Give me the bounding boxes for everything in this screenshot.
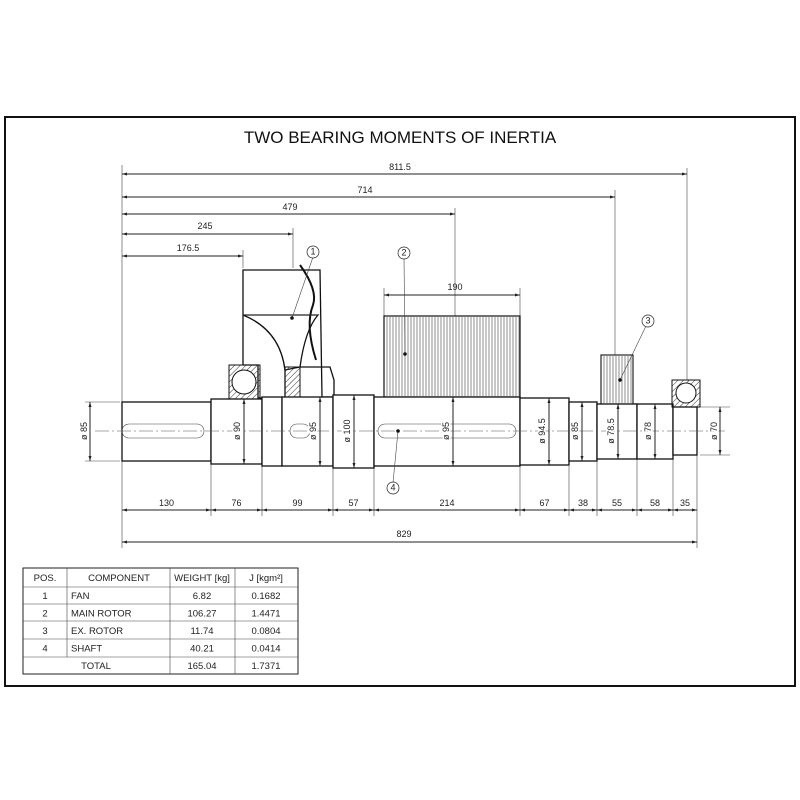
bearing-right: [671, 379, 701, 408]
svg-text:POS.: POS.: [34, 573, 57, 584]
diameter-label: ø 78.5: [606, 418, 616, 444]
segment-length-label: 57: [348, 498, 358, 508]
segment-length-label: 38: [578, 498, 588, 508]
table-cell: 2: [42, 609, 47, 620]
svg-text:TOTAL: TOTAL: [81, 661, 111, 672]
segment-length-label: 76: [231, 498, 241, 508]
table-cell: 6.82: [193, 591, 212, 602]
components-table: POS. COMPONENT WEIGHT [kg] J [kgm²] 1 FAN…: [22, 567, 299, 675]
table-cell: MAIN ROTOR: [71, 609, 132, 620]
dim-245: 245: [197, 221, 212, 231]
table-cell: 1: [42, 591, 47, 602]
dim-479: 479: [282, 202, 297, 212]
segment-length-label: 130: [159, 498, 174, 508]
top-dimensions: 811.5 714 479 245 176.5 190: [122, 162, 687, 297]
table-cell: 1.4471: [251, 609, 280, 620]
segment-length-label: 214: [439, 498, 454, 508]
table-cell: 0.0414: [251, 644, 280, 655]
table-total-row: TOTAL 165.04 1.7371: [81, 661, 280, 672]
segment-length-label: 58: [650, 498, 660, 508]
callout-4: 4: [386, 481, 400, 495]
diameter-label: ø 85: [79, 422, 89, 440]
diameter-label: ø 95: [441, 422, 451, 440]
table-cell: 0.1682: [251, 591, 280, 602]
diameter-label: ø 95: [308, 422, 318, 440]
dim-176-5: 176.5: [177, 243, 200, 253]
dim-190: 190: [447, 282, 462, 292]
table-cell: EX. ROTOR: [71, 626, 123, 637]
table-cell: 11.74: [190, 626, 213, 637]
svg-text:1.7371: 1.7371: [251, 661, 280, 672]
diameter-label: ø 90: [232, 422, 242, 440]
segment-length-label: 67: [539, 498, 549, 508]
segment-length-label: 35: [680, 498, 690, 508]
dim-811-5: 811.5: [389, 162, 411, 172]
svg-text:165.04: 165.04: [187, 661, 216, 672]
table-cell: 4: [42, 644, 47, 655]
table-row: 1 FAN 6.82 0.1682: [42, 591, 280, 602]
table-row: 4 SHAFT 40.21 0.0414: [42, 644, 280, 655]
table-cell: 106.27: [187, 609, 216, 620]
svg-text:4: 4: [390, 483, 395, 493]
callout-3: 3: [641, 314, 655, 328]
bearing-left: [228, 364, 261, 400]
segment-length-label: 99: [292, 498, 302, 508]
table-cell: SHAFT: [71, 644, 102, 655]
main-rotor: [383, 315, 521, 398]
drawing-frame: [4, 116, 796, 687]
table-cell: FAN: [71, 591, 90, 602]
table-row: 2 MAIN ROTOR 106.27 1.4471: [42, 609, 280, 620]
svg-text:1: 1: [310, 247, 315, 257]
bottom-dimensions: 130 76 99 57 214 67 38 55 58 35: [122, 498, 697, 512]
drawing-title: TWO BEARING MOMENTS OF INERTIA: [244, 128, 557, 147]
segment-length-label: 55: [612, 498, 622, 508]
table-cell: 0.0804: [251, 626, 280, 637]
fan: [242, 264, 335, 399]
callout-2: 2: [397, 246, 411, 260]
extension-lines: [85, 165, 730, 548]
diameter-dimensions: ø 85 ø 90 ø 95 ø 100 ø 95 ø 94.5 ø 85 ø 78.5 ø 7…: [78, 395, 722, 468]
callout-1: 1: [306, 245, 320, 259]
dim-overall-length: 829: [396, 529, 411, 539]
callouts: 1 2 3 4: [290, 245, 655, 495]
dim-714: 714: [357, 185, 372, 195]
svg-text:COMPONENT: COMPONENT: [88, 573, 150, 584]
diameter-label: ø 100: [342, 419, 352, 442]
table-header: POS. COMPONENT WEIGHT [kg] J [kgm²]: [34, 573, 283, 584]
diameter-label: ø 85: [570, 422, 580, 440]
diameter-label: ø 70: [709, 422, 719, 440]
svg-text:2: 2: [401, 248, 406, 258]
table-cell: 40.21: [190, 644, 214, 655]
svg-text:3: 3: [645, 316, 650, 326]
svg-text:J [kgm²]: J [kgm²]: [249, 573, 283, 584]
table-cell: 3: [42, 626, 47, 637]
table-row: 3 EX. ROTOR 11.74 0.0804: [42, 626, 280, 637]
exciter-rotor: [600, 354, 634, 405]
diameter-label: ø 94.5: [537, 418, 547, 444]
diameter-label: ø 78: [643, 422, 653, 440]
shaft: [95, 394, 725, 469]
svg-text:WEIGHT [kg]: WEIGHT [kg]: [174, 573, 230, 584]
